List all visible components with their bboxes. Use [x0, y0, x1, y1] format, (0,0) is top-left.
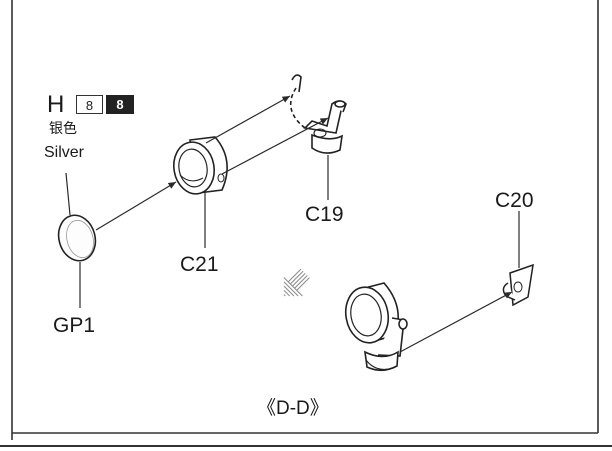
subassembly-label: 《D-D》	[257, 398, 329, 419]
part-label-c19: C19	[305, 203, 344, 226]
paint-letter: H	[47, 91, 65, 118]
paint-name-chinese: 银色	[49, 121, 77, 137]
instruction-frame	[11, 0, 599, 440]
paint-name-english: Silver	[44, 144, 85, 161]
subassembly-dd-lamp	[344, 282, 408, 372]
paint-code-filled: 8	[106, 95, 134, 114]
part-c20-bracket	[502, 263, 534, 307]
part-label-c21: C21	[180, 253, 219, 276]
part-label-c20: C20	[495, 189, 534, 212]
part-c19-bracket	[289, 74, 347, 154]
part-label-gp1: GP1	[53, 314, 96, 337]
connector-arrows	[95, 95, 513, 353]
part-c21-lamp-housing	[172, 136, 228, 195]
hatched-arrow-icon	[283, 268, 310, 297]
leader-lines	[65, 155, 520, 308]
part-gp1-lens	[57, 214, 97, 262]
paint-code-outline: 8	[76, 95, 103, 114]
